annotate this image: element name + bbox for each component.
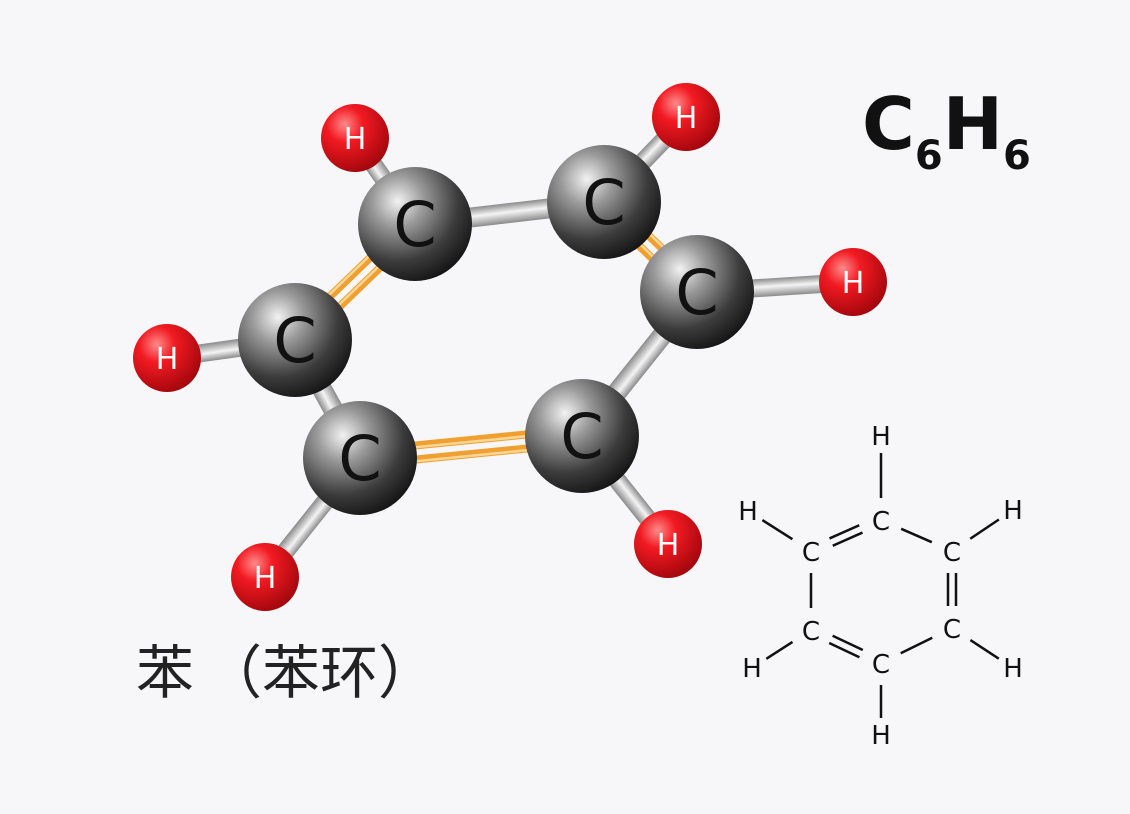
- skeletal-hydrogen-label: H: [1003, 654, 1023, 684]
- skeletal-hydrogen-label: H: [871, 721, 891, 751]
- skeletal-double-bond: [832, 634, 864, 652]
- carbon-atom: C: [238, 283, 352, 397]
- molecule-caption: 苯（苯环）: [136, 644, 436, 702]
- skeletal-ch-bond: [761, 519, 794, 541]
- skeletal-double-bond: [832, 531, 864, 547]
- skeletal-structure: C C C C C C H H H H H H: [738, 422, 1023, 751]
- hydrogen-atom: H: [133, 324, 201, 392]
- skeletal-carbon-label: C: [802, 538, 820, 568]
- carbon-label: C: [273, 304, 316, 377]
- hydrogen-atom: H: [231, 543, 299, 611]
- carbon-label: C: [675, 256, 718, 329]
- skeletal-double-bond: [828, 524, 860, 540]
- skeletal-ch-bond: [969, 518, 1000, 540]
- skeletal-carbon-label: C: [943, 538, 961, 568]
- hydrogen-atom: H: [321, 104, 389, 172]
- hydrogen-atom: H: [652, 83, 720, 151]
- skeletal-single-bond: [900, 527, 933, 544]
- skeletal-hydrogen-label: H: [871, 422, 891, 452]
- carbon-label: C: [338, 422, 381, 495]
- skeletal-ch-bond: [765, 640, 794, 660]
- hydrogen-label: H: [842, 266, 865, 301]
- skeletal-hydrogen-label: H: [1003, 496, 1023, 526]
- carbon-atom: C: [358, 167, 472, 281]
- hydrogen-atom: H: [634, 510, 702, 578]
- skeletal-carbon-label: C: [802, 617, 820, 647]
- carbon-label: C: [560, 400, 603, 473]
- skeletal-single-bond: [900, 636, 933, 655]
- skeletal-carbon-label: C: [872, 507, 890, 537]
- carbon-label: C: [582, 166, 625, 239]
- hydrogen-label: H: [254, 561, 277, 596]
- skeletal-hydrogen-label: H: [742, 654, 762, 684]
- carbon-atom: C: [547, 145, 661, 259]
- skeletal-carbon-label: C: [943, 615, 961, 645]
- formula-count-carbon: 6: [914, 133, 943, 179]
- hydrogen-label: H: [156, 342, 179, 377]
- hydrogen-label: H: [675, 101, 698, 136]
- carbon-atom: C: [525, 379, 639, 493]
- skeletal-double-bond: [828, 641, 860, 659]
- molecule-alt-name: （苯环）: [204, 639, 437, 707]
- carbon-atom: C: [303, 401, 417, 515]
- carbon-label: C: [393, 188, 436, 261]
- skeletal-hydrogen-label: H: [738, 497, 758, 527]
- skeletal-ch-bond: [969, 639, 1000, 660]
- skeletal-carbon-label: C: [872, 650, 890, 680]
- formula-element-hydrogen: H: [942, 82, 1003, 166]
- hydrogen-label: H: [657, 528, 680, 563]
- carbon-atom: C: [640, 235, 754, 349]
- hydrogen-atom: H: [819, 248, 887, 316]
- formula-element-carbon: C: [862, 82, 915, 166]
- molecular-formula: C6H6: [862, 88, 1031, 176]
- hydrogen-label: H: [344, 122, 367, 157]
- formula-count-hydrogen: 6: [1002, 133, 1031, 179]
- molecule-name: 苯: [136, 639, 195, 707]
